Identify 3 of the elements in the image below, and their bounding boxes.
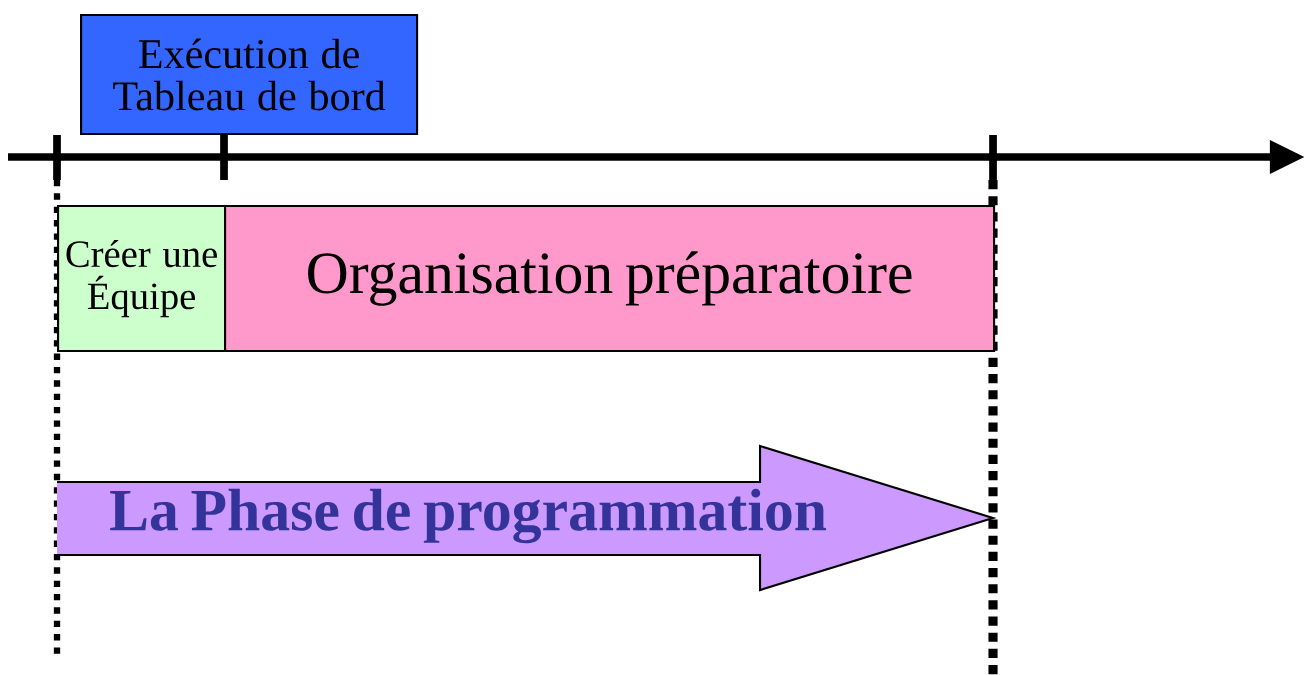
task-box: Créer une Équipe xyxy=(57,205,227,353)
task-box: Organisation préparatoire xyxy=(224,205,996,353)
task-box: Exécution de Tableau de bord xyxy=(80,14,419,136)
